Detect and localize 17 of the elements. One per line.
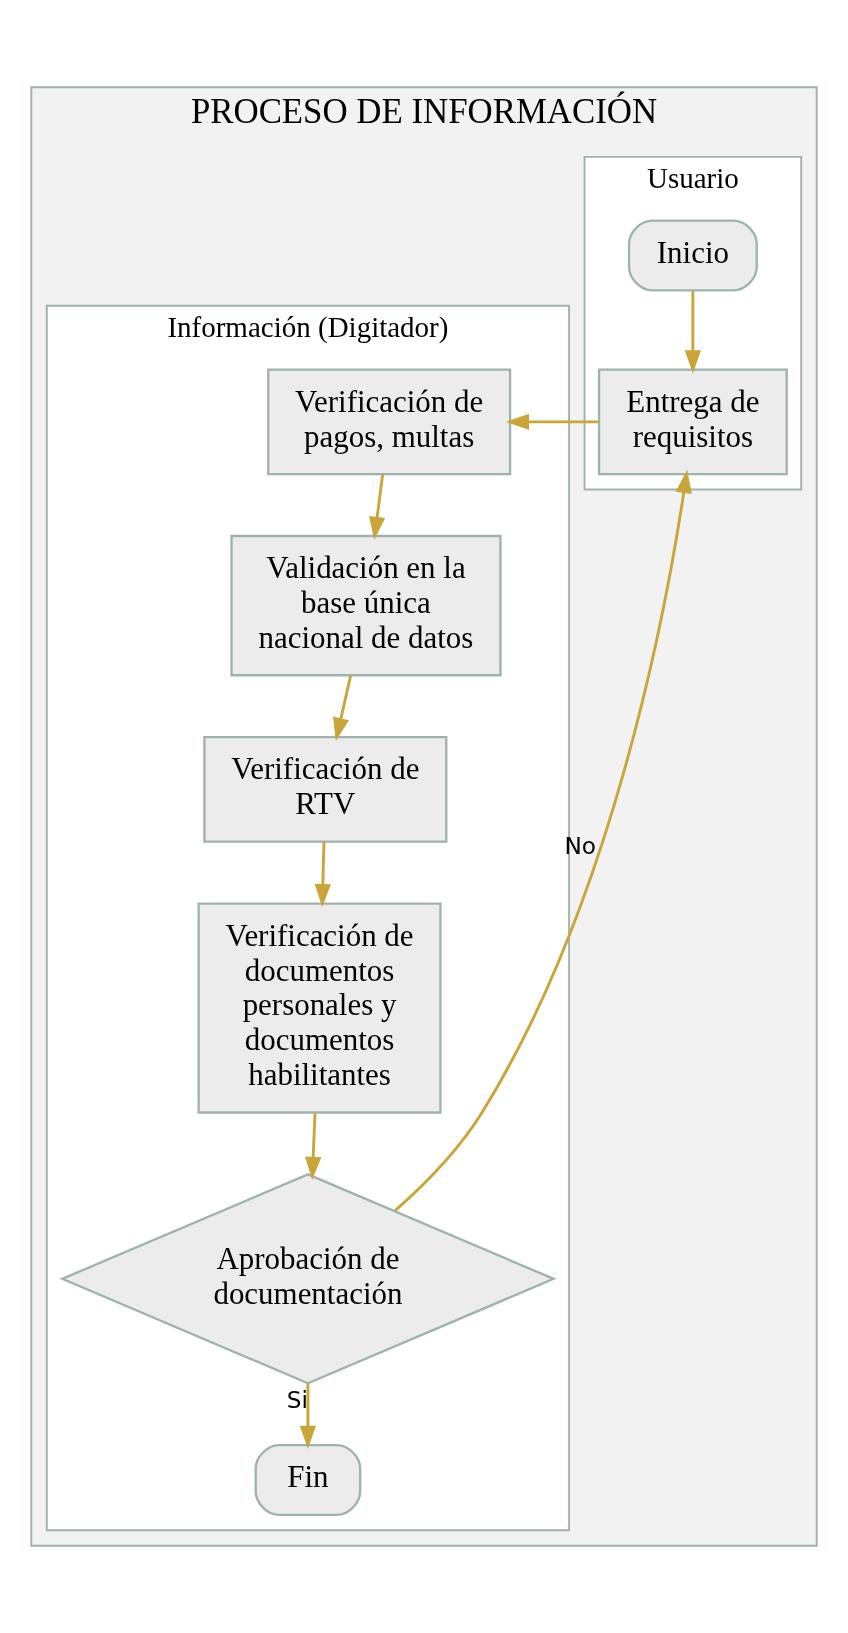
arrow bbox=[305, 1113, 322, 1181]
node-box: Fin bbox=[254, 1444, 362, 1516]
arrow bbox=[505, 413, 599, 430]
node-box: Verificación de documentos personales y documentos habilitantes bbox=[197, 902, 442, 1114]
arrow bbox=[394, 469, 692, 1212]
arrow bbox=[369, 474, 386, 541]
node-box: Verificación de RTV bbox=[203, 736, 448, 843]
node-box: Entrega de requisitos bbox=[597, 368, 788, 476]
node-box: Verificación de pagos, multas bbox=[267, 368, 512, 476]
arrow bbox=[314, 841, 331, 908]
arrow bbox=[333, 675, 353, 742]
node-box: Validación en la base única nacional de datos bbox=[230, 534, 502, 677]
node-box: Inicio bbox=[627, 219, 758, 292]
node-diamond: Aprobación de documentación bbox=[59, 1173, 557, 1385]
edge-label: Si bbox=[286, 1385, 308, 1413]
arrow bbox=[684, 291, 702, 374]
arrow bbox=[299, 1383, 317, 1449]
